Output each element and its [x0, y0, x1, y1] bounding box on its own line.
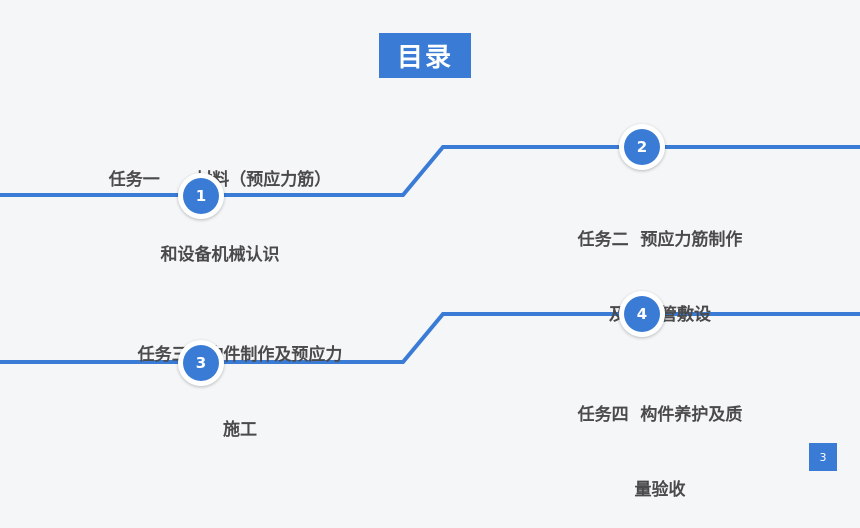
task-4-node[interactable]: 4 [619, 291, 665, 337]
task-1-line2: 和设备机械认识 [160, 245, 280, 265]
task-2-node[interactable]: 2 [619, 124, 665, 170]
task-3-line2: 施工 [223, 420, 257, 440]
task-1-label[interactable]: 任务一 材料（预应力筋） 和设备机械认识 [70, 118, 370, 293]
page-title: 目录 [379, 33, 471, 78]
task-3-label[interactable]: 任务三 构件制作及预应力 施工 [100, 293, 380, 468]
task-4-number: 4 [624, 296, 660, 332]
task-3-number: 3 [183, 345, 219, 381]
task-4-line1: 任务四 构件养护及质 [577, 405, 743, 425]
task-4-label[interactable]: 任务四 构件养护及质 量验收 [545, 353, 775, 528]
task-3-line1: 任务三 构件制作及预应力 [137, 345, 343, 365]
task-1-node[interactable]: 1 [178, 173, 224, 219]
task-2-line1: 任务二 预应力筋制作 [577, 230, 743, 250]
task-1-line1: 任务一 材料（预应力筋） [108, 170, 332, 190]
task-4-line2: 量验收 [634, 480, 686, 500]
page-number: 3 [809, 443, 837, 471]
task-1-number: 1 [183, 178, 219, 214]
task-2-number: 2 [624, 129, 660, 165]
task-3-node[interactable]: 3 [178, 340, 224, 386]
